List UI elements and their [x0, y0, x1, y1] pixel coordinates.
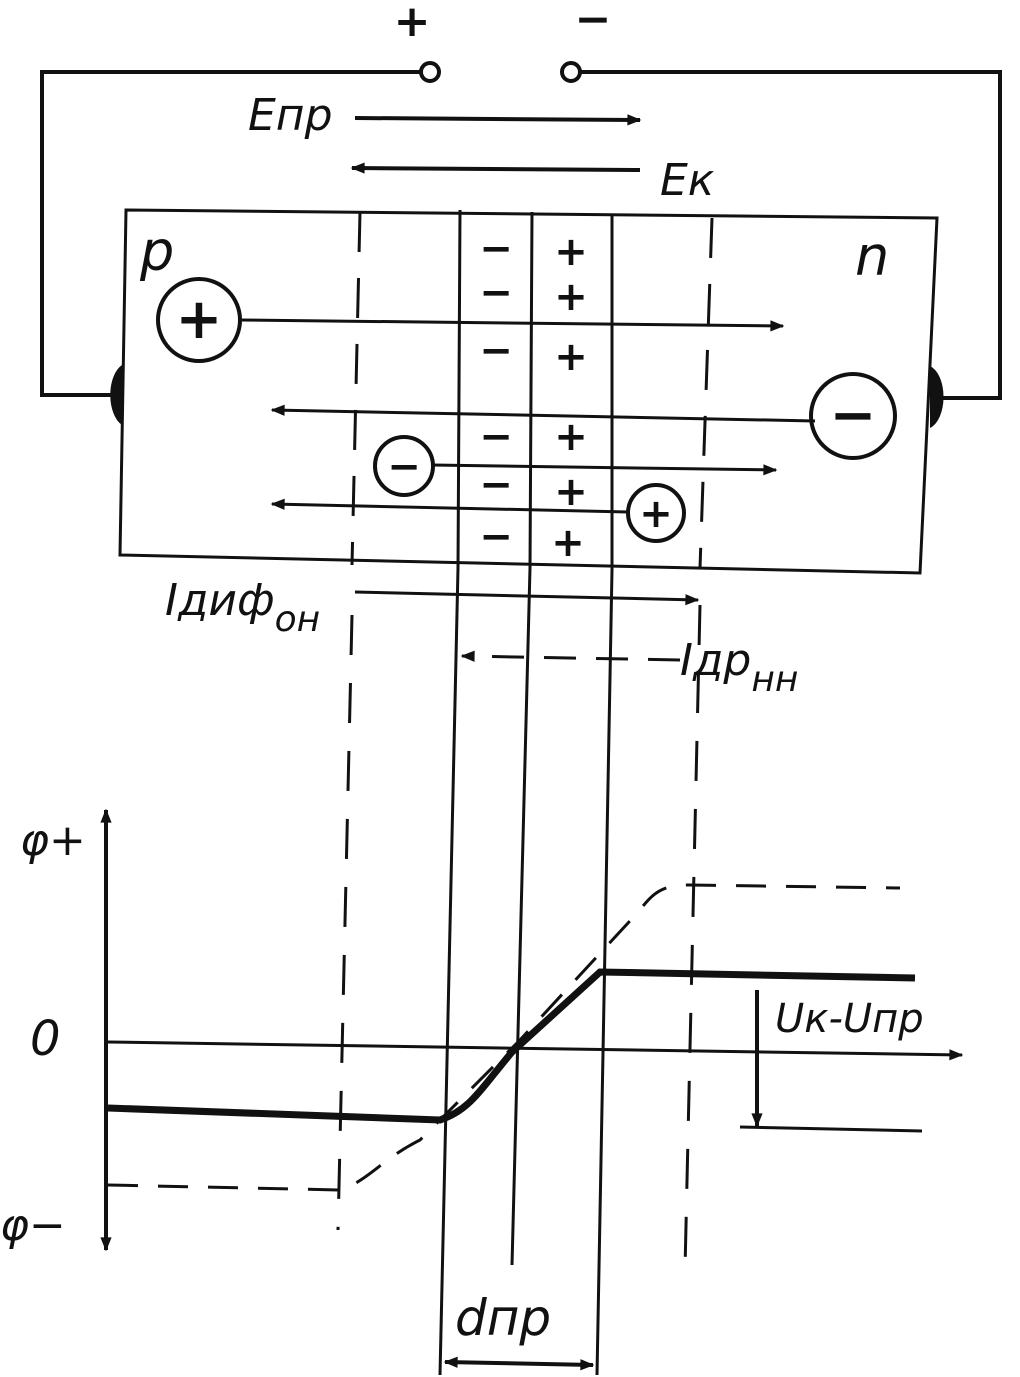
terminal-plus-label: +	[394, 0, 431, 47]
positive-ion: +	[554, 274, 588, 320]
contact-field-arrow	[350, 162, 641, 174]
minority-hole: +	[626, 483, 686, 543]
contact-field-label: Eк	[660, 155, 715, 206]
phi-minus-label: φ−	[0, 1200, 66, 1251]
terminal-minus-label: −	[575, 0, 612, 45]
width-arrow	[443, 1356, 595, 1371]
left-contact	[110, 365, 122, 425]
drift-current-label: Iдрнн	[680, 635, 798, 700]
diffusion-current-arrow	[354, 590, 700, 606]
external-circuit	[40, 61, 1002, 428]
minority-electron: −	[373, 435, 435, 497]
forward-field-label: Eпр	[248, 90, 333, 141]
negative-ion: −	[479, 328, 513, 374]
majority-electron: −	[809, 372, 897, 460]
forward-field-arrow	[354, 114, 642, 126]
positive-ion: +	[554, 334, 588, 380]
drift-current-arrow	[460, 650, 681, 662]
electron-diffusion-arrow	[270, 404, 816, 423]
right-contact	[930, 366, 944, 428]
crystal	[118, 208, 939, 575]
negative-ions: − − − − − −	[479, 226, 513, 560]
barrier-label: Uк-Uпр	[775, 996, 924, 1042]
negative-ion: −	[479, 462, 513, 508]
plus-terminal[interactable]	[419, 61, 441, 83]
p-region-label: p	[139, 220, 174, 283]
crystal-body	[118, 208, 939, 575]
width-label: dпр	[455, 1289, 551, 1347]
positive-ion: +	[551, 520, 585, 566]
potential-curve-forward	[107, 968, 916, 1124]
potential-curve-equilibrium	[107, 883, 901, 1192]
phi-plus-label: φ+	[20, 815, 86, 866]
negative-ion: −	[479, 270, 513, 316]
negative-ion: −	[479, 414, 513, 460]
negative-ion: −	[479, 514, 513, 560]
x-axis	[107, 1040, 964, 1061]
electron-drift-arrow	[431, 463, 778, 476]
minus-terminal[interactable]	[560, 61, 582, 83]
zero-label: 0	[30, 1011, 61, 1067]
hole-drift-arrow	[270, 498, 629, 514]
majority-electron-sign: −	[830, 383, 877, 448]
diffusion-current-label: Iдифон	[165, 575, 320, 640]
positive-ion: +	[554, 469, 588, 515]
potential-plot	[100, 808, 964, 1252]
positive-ion: +	[554, 229, 588, 275]
n-region-label: n	[855, 225, 889, 288]
positive-ions: + + + + + +	[551, 229, 588, 566]
negative-ion: −	[479, 226, 513, 272]
minority-hole-sign: +	[639, 491, 673, 537]
minority-electron-sign: −	[387, 444, 421, 490]
projection-lines	[336, 567, 702, 1376]
positive-ion: +	[554, 414, 588, 460]
hole-diffusion-arrow	[239, 318, 785, 332]
majority-hole-sign: +	[176, 287, 223, 352]
majority-hole: +	[156, 277, 242, 363]
